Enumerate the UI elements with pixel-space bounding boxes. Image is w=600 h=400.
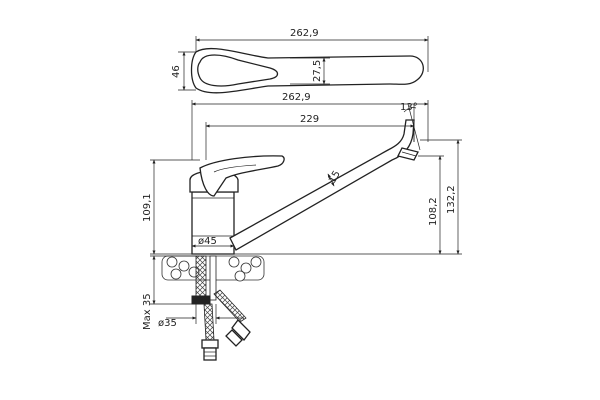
top-length-label: 262,9 [290,28,319,39]
total-height-label: 132,2 [446,185,457,214]
top-view: 262,9 46 27,5 [171,28,429,94]
threaded-shank [195,255,207,297]
spout-reach-label: 229 [300,114,319,125]
side-length-label: 262,9 [282,92,311,103]
faucet-lever [199,155,285,197]
top-view-lever-inner [197,54,279,87]
faucet-spout [229,119,415,251]
max-thickness-label: Max 35 [142,293,153,330]
braided-supply-hoses-icon [201,289,251,361]
top-handle-width-label: 27,5 [312,60,323,82]
top-width-label: 46 [171,65,182,78]
body-height-label: 109,1 [142,193,153,222]
mount-hole-diameter-label: ø35 [158,318,177,329]
side-view: 262,9 229 13° 15 109,1 108,2 132,2 ø45 [142,92,462,361]
base-diameter-label: ø45 [198,236,217,247]
spout-height-label: 108,2 [428,197,439,226]
spout-angle-label: 13° [400,102,418,113]
